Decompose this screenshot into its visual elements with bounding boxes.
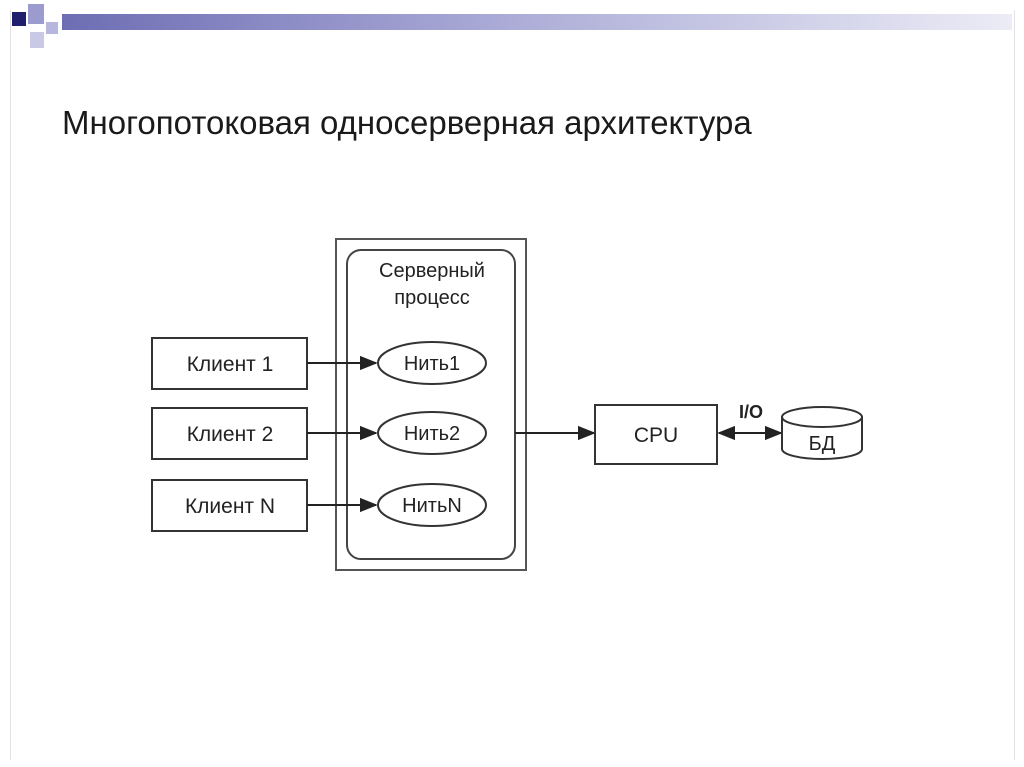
server-process-label-line1: Серверный	[379, 260, 485, 282]
db-label: БД	[809, 433, 836, 455]
client-n-box	[151, 479, 308, 532]
slide-frame	[10, 10, 1015, 760]
page-title: Многопотоковая односерверная архитектура	[62, 104, 752, 141]
client-n-label: Клиент N	[185, 495, 275, 518]
client-2-box	[151, 407, 308, 460]
decoration-gradient-bar	[62, 14, 1012, 30]
thread-n-label: НитьN	[402, 495, 462, 517]
decoration-square-light	[30, 32, 44, 48]
thread-1-label: Нить1	[404, 353, 460, 375]
client-1-label: Клиент 1	[187, 353, 274, 376]
thread-2-ellipse	[377, 411, 487, 455]
thread-1-ellipse	[377, 341, 487, 385]
decoration-square-small	[46, 22, 58, 34]
thread-n-ellipse	[377, 483, 487, 527]
cpu-label: CPU	[634, 424, 678, 447]
server-process-inner-box	[346, 249, 516, 560]
decoration-square-navy	[12, 12, 26, 26]
corner-decoration	[12, 4, 1012, 48]
database-cylinder	[781, 406, 863, 460]
client-2-label: Клиент 2	[187, 423, 274, 446]
io-label: I/O	[739, 402, 763, 422]
thread-2-label: Нить2	[404, 423, 460, 445]
decoration-square-lavender	[28, 4, 44, 24]
server-process-label-line2: процесс	[394, 287, 469, 309]
cpu-box	[594, 404, 718, 465]
